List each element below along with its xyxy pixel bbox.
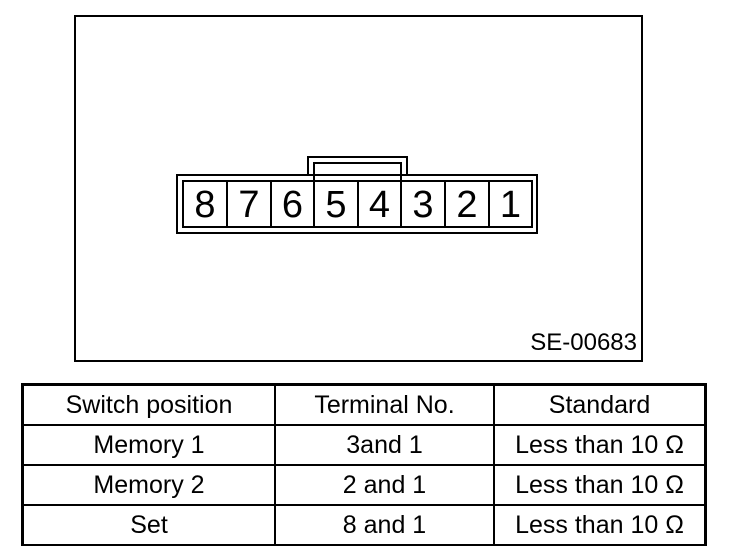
cell-switch-position: Memory 1 [21,424,276,466]
terminal-number-6: 6 [282,184,303,226]
connector-outer-housing [176,174,538,234]
table-row-memory-1: Memory 1 3and 1 Less than 10 Ω [21,424,707,466]
cell-switch-position: Memory 2 [21,464,276,506]
table-row-set: Set 8 and 1 Less than 10 Ω [21,504,707,546]
terminal-number-2: 2 [456,184,477,226]
cell-standard: Less than 10 Ω [493,464,707,506]
cell-standard: Less than 10 Ω [493,424,707,466]
table-header-row: Switch position Terminal No. Standard [21,383,707,426]
header-standard: Standard [493,383,707,426]
measurement-table: Switch position Terminal No. Standard Me… [21,383,707,546]
cell-terminal-no: 3and 1 [274,424,495,466]
figure-code-label: SE-00683 [530,329,637,356]
terminal-number-5: 5 [325,184,346,226]
connector-lock-tab-outer [307,156,408,175]
connector-diagram: 8 7 6 5 4 3 2 1 [176,156,538,234]
terminal-number-4: 4 [369,184,390,226]
cell-switch-position: Set [21,504,276,546]
cell-terminal-no: 2 and 1 [274,464,495,506]
cell-terminal-no: 8 and 1 [274,504,495,546]
terminal-number-8: 8 [194,184,215,226]
header-terminal-no: Terminal No. [274,383,495,426]
header-switch-position: Switch position [21,383,276,426]
cell-standard: Less than 10 Ω [493,504,707,546]
terminal-number-7: 7 [238,184,259,226]
table-row-memory-2: Memory 2 2 and 1 Less than 10 Ω [21,464,707,506]
connector-lock-tab-inner [313,162,402,181]
terminal-number-1: 1 [500,184,521,226]
connector-figure-box: 8 7 6 5 4 3 2 1 SE-00683 [74,15,643,362]
terminal-number-3: 3 [412,184,433,226]
